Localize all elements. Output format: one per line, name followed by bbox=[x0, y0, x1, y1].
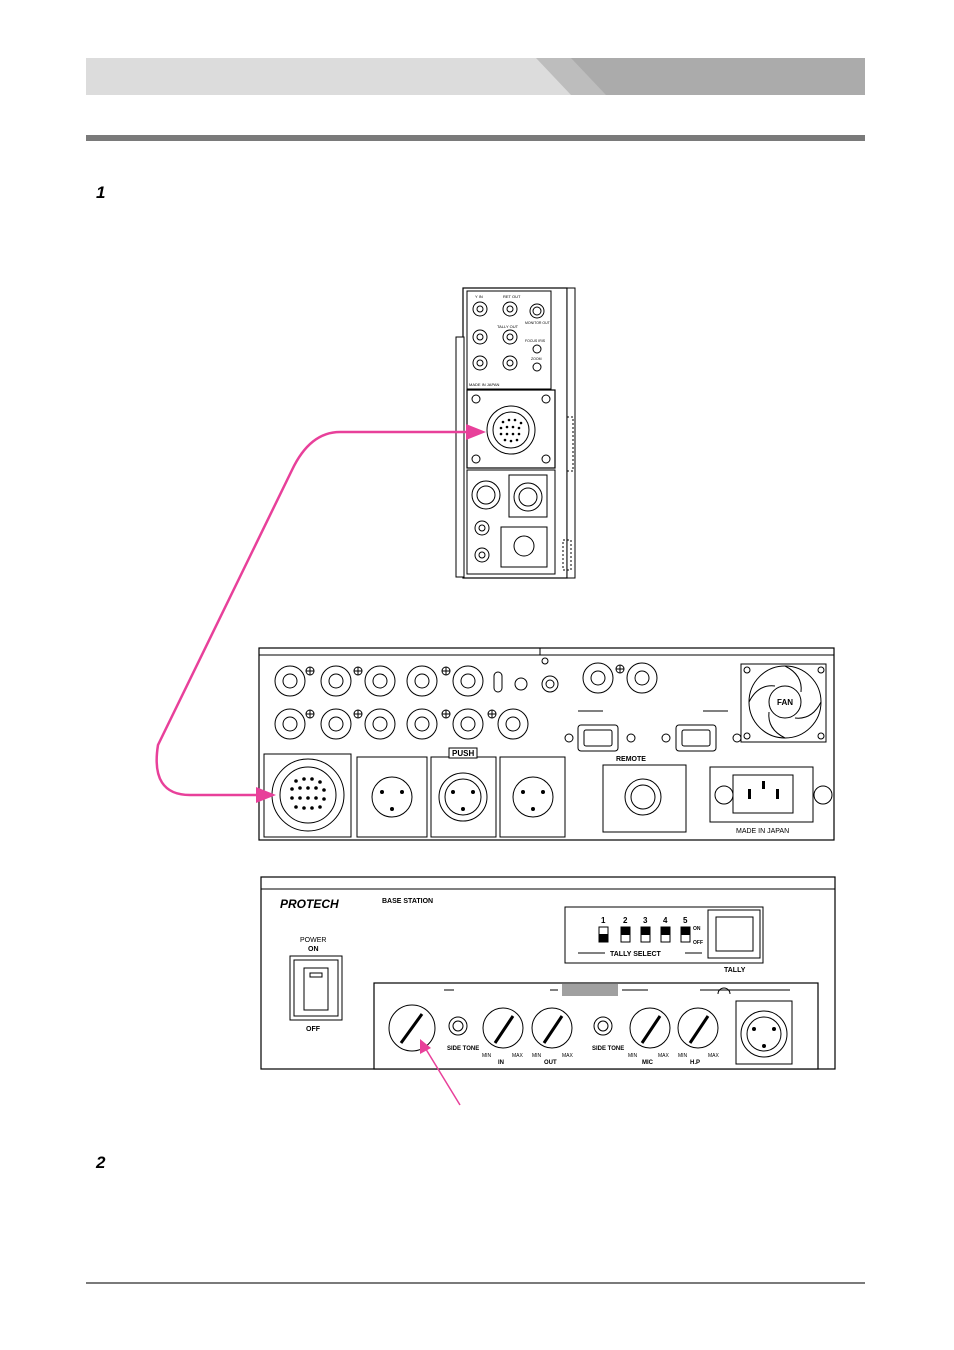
cable-arrowhead-base bbox=[256, 787, 276, 803]
headphone-icon bbox=[717, 987, 731, 995]
camera-label-ret-out: RET OUT bbox=[503, 294, 521, 299]
pointer-arrowhead bbox=[420, 1039, 431, 1054]
footer-rule bbox=[86, 1282, 865, 1284]
mic-max-label: MAX bbox=[658, 1053, 670, 1059]
base-station-front-panel: PROTECH BASE STATION POWER ON OFF 1 2 3 … bbox=[260, 876, 836, 1070]
tally-switch-5: 5 bbox=[683, 916, 688, 925]
tally-switch-4: 4 bbox=[663, 916, 668, 925]
section-rule bbox=[86, 135, 865, 141]
camera-label-made-in-japan: MADE IN JAPAN bbox=[469, 382, 499, 387]
power-label: POWER bbox=[300, 937, 326, 944]
tally-switch-2: 2 bbox=[623, 916, 628, 925]
cable-arrowhead-camera bbox=[466, 424, 486, 440]
camera-side-panel: Y IN RET OUT TALLY OUT MONITOR OUT FOCUS… bbox=[455, 287, 576, 579]
model-label: BASE STATION bbox=[382, 898, 433, 905]
side-tone-2-label: SIDE TONE bbox=[592, 1046, 624, 1052]
camera-label-focus-iris: FOCUS IRIS bbox=[525, 339, 546, 343]
in-min-label: MIN bbox=[482, 1053, 492, 1059]
pointer-line bbox=[423, 1045, 461, 1106]
tally-switch-1: 1 bbox=[601, 916, 606, 925]
knob-out-label: OUT bbox=[544, 1060, 557, 1066]
hp-max-label: MAX bbox=[708, 1053, 720, 1059]
step-number-1: 1 bbox=[96, 183, 106, 202]
tally-on-label: ON bbox=[693, 926, 701, 932]
tally-select-label: TALLY SELECT bbox=[610, 951, 662, 958]
tally-label: TALLY bbox=[724, 967, 746, 974]
in-max-label: MAX bbox=[512, 1053, 524, 1059]
remote-label: REMOTE bbox=[616, 756, 646, 763]
knob-hp-label: H.P bbox=[690, 1060, 700, 1066]
camera-label-monitor-out: MONITOR OUT bbox=[525, 321, 551, 325]
mic-min-label: MIN bbox=[628, 1053, 638, 1059]
knob-mic-label: MIC bbox=[642, 1060, 654, 1066]
tally-off-label: OFF bbox=[693, 940, 703, 946]
power-off-label: OFF bbox=[306, 1026, 321, 1033]
camera-label-y-in: Y IN bbox=[475, 294, 483, 299]
power-on-label: ON bbox=[308, 946, 319, 953]
tally-switch-3: 3 bbox=[643, 916, 648, 925]
step-number-2: 2 bbox=[96, 1153, 106, 1172]
header-band bbox=[86, 58, 865, 95]
fan-label: FAN bbox=[777, 698, 793, 707]
hp-min-label: MIN bbox=[678, 1053, 688, 1059]
push-label: PUSH bbox=[452, 749, 474, 758]
base-station-rear-panel: FAN PUSH REMOTE MADE IN JAPAN bbox=[258, 647, 835, 841]
rear-made-in-japan: MADE IN JAPAN bbox=[736, 828, 789, 835]
camera-label-tally: TALLY OUT bbox=[497, 324, 519, 329]
brand-logo: PROTECH bbox=[280, 897, 339, 911]
camera-label-zoom: ZOOM bbox=[531, 357, 542, 361]
out-min-label: MIN bbox=[532, 1053, 542, 1059]
side-tone-1-label: SIDE TONE bbox=[447, 1046, 479, 1052]
out-max-label: MAX bbox=[562, 1053, 574, 1059]
connection-cable bbox=[155, 430, 470, 797]
knob-in-label: IN bbox=[498, 1060, 504, 1066]
